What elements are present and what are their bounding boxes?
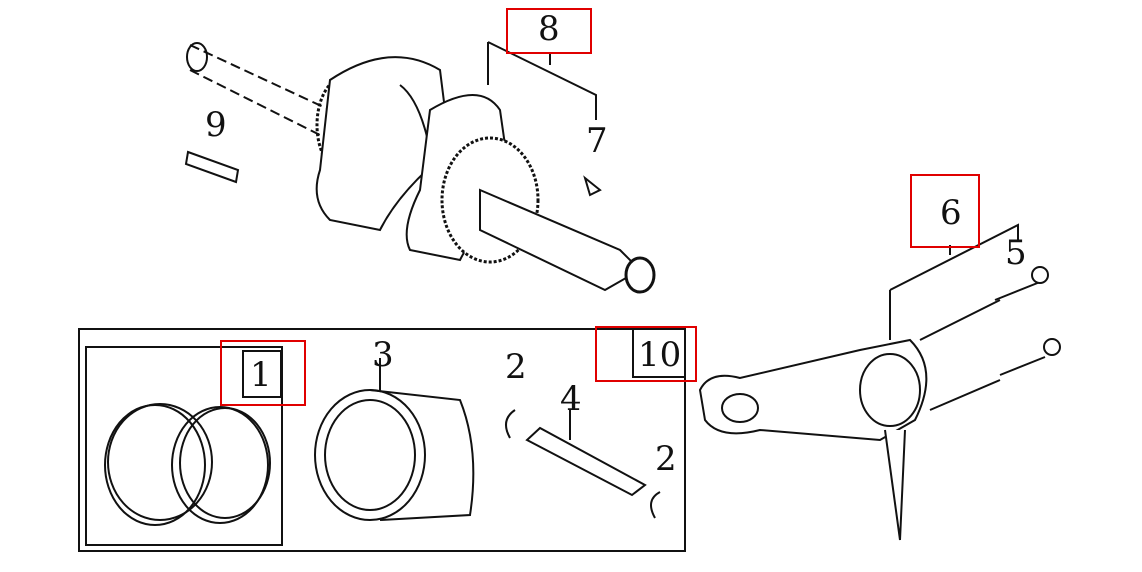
callout-8: 8: [538, 9, 560, 49]
assy-label-frame: [632, 330, 686, 378]
callout-7: 7: [586, 121, 608, 161]
callout-9: 9: [205, 105, 227, 145]
callout-5: 5: [1005, 233, 1027, 273]
leader-8: [487, 41, 597, 120]
key-drawing: [184, 150, 240, 184]
piston-assembly-drawing: [104, 358, 661, 526]
highlight-8: [506, 8, 592, 54]
callout-6: 6: [940, 193, 962, 233]
crankshaft-drawing: [186, 42, 656, 294]
piston-kit-frame: [78, 328, 686, 552]
highlight-1: [220, 340, 306, 406]
callout-10: 10: [638, 335, 682, 375]
callout-3: 3: [372, 335, 394, 375]
callout-1: 1: [250, 355, 272, 395]
callout-2-top: 2: [505, 347, 527, 387]
callout-4: 4: [560, 379, 582, 419]
highlight-10: [595, 326, 697, 382]
highlight-6: [910, 174, 980, 248]
connecting-rod-drawing: [698, 223, 1061, 541]
callout-2-bottom: 2: [655, 439, 677, 479]
ring-set-frame: [85, 346, 283, 546]
ring-label-frame: [242, 350, 282, 398]
